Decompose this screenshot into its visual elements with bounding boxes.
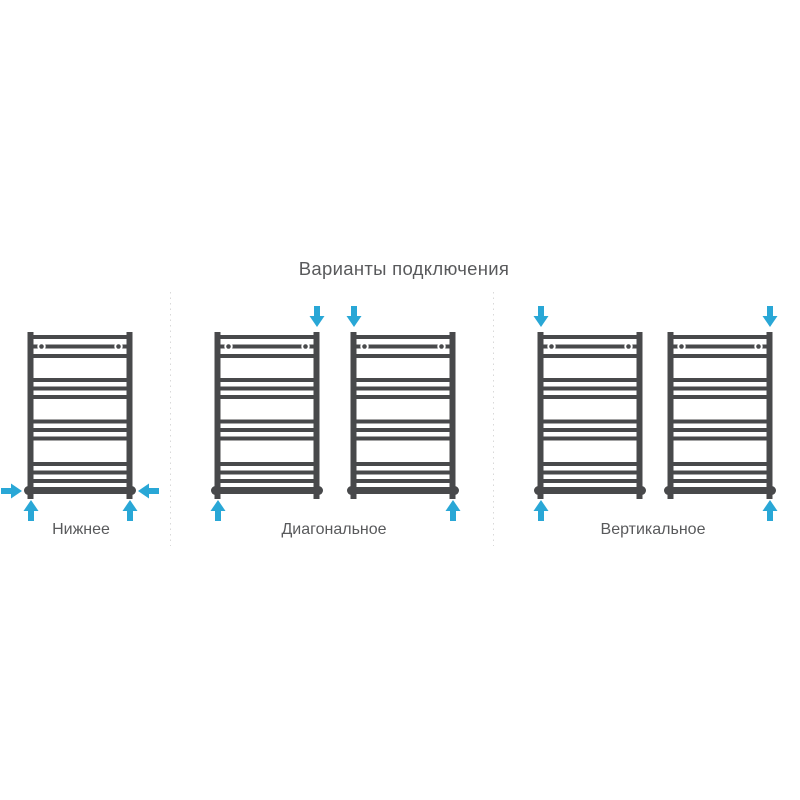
radiator-bottom-1 bbox=[24, 330, 136, 502]
flow-arrow-up-icon bbox=[23, 500, 39, 526]
flow-arrow-down-icon bbox=[533, 306, 549, 332]
flow-arrow-up-icon bbox=[533, 500, 549, 526]
flow-arrow-up-icon bbox=[762, 500, 778, 526]
radiator-vertical-2 bbox=[664, 330, 776, 502]
flow-arrow-down-icon bbox=[309, 306, 325, 332]
group-divider bbox=[493, 292, 494, 546]
flow-arrow-up-icon bbox=[210, 500, 226, 526]
flow-arrow-down-icon bbox=[346, 306, 362, 332]
radiator-diagonal-2 bbox=[347, 330, 459, 502]
group-label-diagonal: Диагональное bbox=[281, 521, 387, 538]
flow-arrow-left-icon bbox=[138, 483, 159, 504]
flow-arrow-up-icon bbox=[122, 500, 138, 526]
radiator-vertical-1 bbox=[534, 330, 646, 502]
diagram-title: Варианты подключения bbox=[298, 258, 510, 279]
flow-arrow-up-icon bbox=[445, 500, 461, 526]
group-label-bottom: Нижнее bbox=[52, 521, 110, 538]
group-divider bbox=[170, 292, 171, 546]
flow-arrow-right-icon bbox=[1, 483, 22, 504]
flow-arrow-down-icon bbox=[762, 306, 778, 332]
radiator-diagonal-1 bbox=[211, 330, 323, 502]
group-label-vertical: Вертикальное bbox=[600, 521, 706, 538]
